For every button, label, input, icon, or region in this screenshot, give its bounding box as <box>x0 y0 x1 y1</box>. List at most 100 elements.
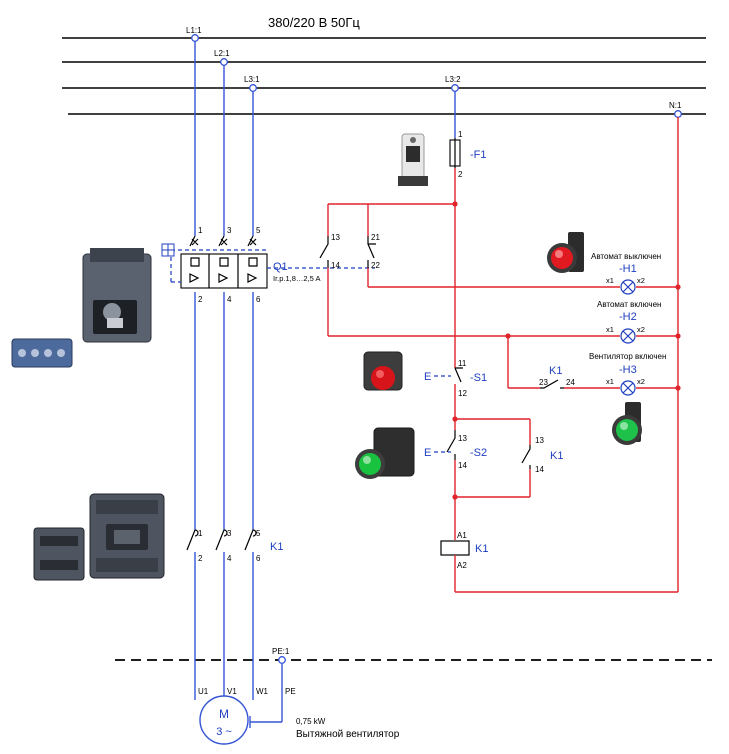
junction-dot <box>675 284 681 290</box>
motor-phases: 3 ~ <box>216 726 232 738</box>
k1-aux-24: 24 <box>566 378 575 387</box>
lamp-h2-x1: x1 <box>606 325 614 334</box>
lamp-h3-x2: x2 <box>637 377 645 386</box>
lamp-h3-caption: Вентилятор включен <box>589 352 666 361</box>
lamp-h1-x1: x1 <box>606 276 614 285</box>
s1-pin-12: 12 <box>458 389 467 398</box>
lamp-h2-label: -H2 <box>619 311 637 323</box>
junction-dot <box>452 494 458 500</box>
aux-block-image <box>11 338 73 368</box>
breaker-image <box>82 248 152 343</box>
f1-pin-2: 2 <box>458 170 463 179</box>
breaker-q1 <box>161 235 375 289</box>
q1-aux-14: 14 <box>331 261 340 270</box>
lamp-h3-symbol <box>620 380 636 396</box>
motor <box>199 695 249 745</box>
control-circuit <box>319 91 679 593</box>
node-l3 <box>249 84 257 92</box>
k1-aux-13: 13 <box>535 436 544 445</box>
k1-pin-2: 2 <box>198 554 203 563</box>
k1-hold-label: K1 <box>550 450 563 462</box>
junction-dot <box>505 333 511 339</box>
k1-aux-23: 23 <box>539 378 548 387</box>
lamp-h2-x2: x2 <box>637 325 645 334</box>
green-indicator-image <box>612 402 642 445</box>
fuse-holder-image <box>398 133 428 186</box>
f1-pin-1: 1 <box>458 130 463 139</box>
contactor-k1-main <box>186 529 257 551</box>
start-button-image <box>355 427 415 479</box>
k1-pin-1: 1 <box>198 529 203 538</box>
junction-dot <box>452 416 458 422</box>
bus-label-n: N:1 <box>669 101 682 110</box>
stop-button-image <box>363 351 403 391</box>
aux-contact-block-image <box>33 527 85 581</box>
contactor-image <box>89 493 165 579</box>
k1-coil-a2: A2 <box>457 561 467 570</box>
k1-pin-5: 5 <box>256 529 261 538</box>
lamp-h1-label: -H1 <box>619 263 637 275</box>
q1-aux-22: 22 <box>371 261 380 270</box>
motor-symbol <box>199 695 249 745</box>
lamp-h3-label: -H3 <box>619 364 637 376</box>
k1-pin-6: 6 <box>256 554 261 563</box>
lamp-h1-x2: x2 <box>637 276 645 285</box>
f1-label: -F1 <box>470 149 487 161</box>
q1-spec: Ir.p.1,8…2,5 A <box>273 274 321 283</box>
q1-pin-2: 2 <box>198 295 203 304</box>
q1-pin-3: 3 <box>227 226 232 235</box>
node-n <box>674 110 682 118</box>
motor-pe: PE <box>285 687 296 696</box>
q1-pin-1: 1 <box>198 226 203 235</box>
motor-w1: W1 <box>256 687 269 696</box>
k1-lamp-contact-label: K1 <box>549 365 562 377</box>
motor-power: 0,75 kW <box>296 717 326 726</box>
bus-label-l1: L1:1 <box>186 26 202 35</box>
lamp-h3-x1: x1 <box>606 377 614 386</box>
junction-dot <box>675 385 681 391</box>
k1-coil-label: K1 <box>475 543 488 555</box>
power-circuit <box>194 40 283 728</box>
q1-pin-6: 6 <box>256 295 261 304</box>
q1-aux-21: 21 <box>371 233 380 242</box>
node-pe <box>278 656 286 664</box>
k1-coil <box>440 540 470 556</box>
bus-label-l3-2: L3:2 <box>445 75 461 84</box>
bus-bars <box>62 37 712 661</box>
k1-pin-4: 4 <box>227 554 232 563</box>
lamp-h1-symbol <box>620 279 636 295</box>
motor-u1: U1 <box>198 687 209 696</box>
red-indicator-image <box>547 232 584 273</box>
bus-label-l2: L2:1 <box>214 49 230 58</box>
supply-title: 380/220 В 50Гц <box>268 15 360 30</box>
motor-description: Вытяжной вентилятор <box>296 729 400 740</box>
k1-aux-14: 14 <box>535 465 544 474</box>
k1-main-label: K1 <box>270 541 283 553</box>
s1-label: -S1 <box>470 372 487 384</box>
junction-dot <box>675 333 681 339</box>
s2-actuator: E <box>424 447 431 459</box>
bus-label-pe: PE:1 <box>272 647 290 656</box>
s1-pin-11: 11 <box>458 359 467 368</box>
s2-pin-13: 13 <box>458 434 467 443</box>
q1-label: Q1 <box>273 261 288 273</box>
q1-aux-13: 13 <box>331 233 340 242</box>
k1-coil-a1: A1 <box>457 531 467 540</box>
s2-pin-14: 14 <box>458 461 467 470</box>
k1-pin-3: 3 <box>227 529 232 538</box>
lamp-symbols <box>620 279 636 396</box>
motor-m: M <box>219 707 229 721</box>
lamp-h2-symbol <box>620 328 636 344</box>
lamp-h1-caption: Автомат выключен <box>591 252 661 261</box>
bus-label-l3: L3:1 <box>244 75 260 84</box>
node-l1 <box>191 34 199 42</box>
q1-pin-5: 5 <box>256 226 261 235</box>
s1-actuator: E <box>424 371 431 383</box>
s2-label: -S2 <box>470 447 487 459</box>
lamp-h2-caption: Автомат включен <box>597 300 661 309</box>
q1-pin-4: 4 <box>227 295 232 304</box>
junction-dot <box>452 201 458 207</box>
node-l2 <box>220 58 228 66</box>
node-l3-2 <box>451 84 459 92</box>
